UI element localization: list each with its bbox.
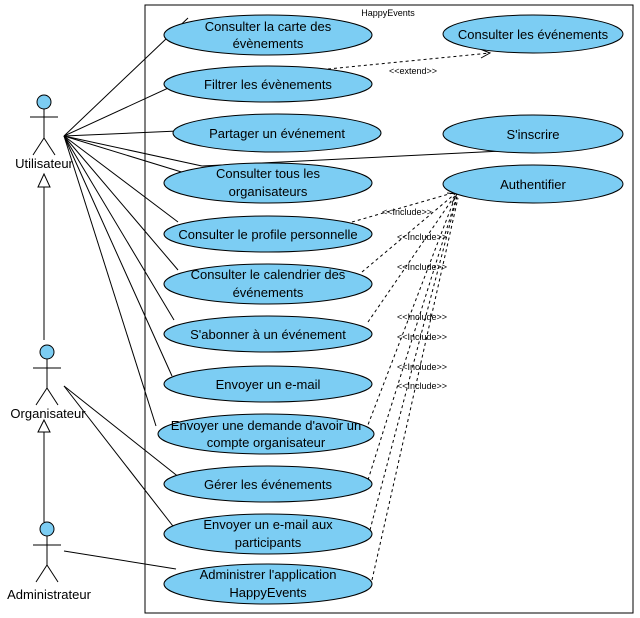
use-case-consulter-evenements[interactable]: Consulter les événements: [442, 14, 624, 54]
use-case-inscrire[interactable]: S'inscrire: [442, 114, 624, 154]
use-case-organisateurs[interactable]: Consulter tous les organisateurs: [163, 162, 373, 204]
use-case-profile[interactable]: Consulter le profile personnelle: [163, 215, 373, 253]
svg-text:Filtrer les évènements: Filtrer les évènements: [204, 77, 332, 92]
svg-text:<<Include>>: <<Include>>: [397, 332, 447, 342]
use-case-email[interactable]: Envoyer un e-mail: [163, 365, 373, 403]
svg-text:<<Include>>: <<Include>>: [397, 381, 447, 391]
system-boundary: [144, 4, 634, 614]
svg-text:évènements: évènements: [233, 36, 304, 51]
svg-text:Consulter le profile personnel: Consulter le profile personnelle: [178, 227, 357, 242]
svg-text:Gérer les événements: Gérer les événements: [204, 477, 332, 492]
use-case-administrer[interactable]: Administrer l'application HappyEvents: [163, 563, 373, 605]
svg-text:Consulter le calendrier des: Consulter le calendrier des: [191, 267, 346, 282]
extend-label: <<extend>>: [389, 66, 437, 76]
use-case-gerer[interactable]: Gérer les événements: [163, 465, 373, 503]
svg-text:Authentifier: Authentifier: [500, 177, 566, 192]
svg-text:Consulter la carte des: Consulter la carte des: [205, 19, 332, 34]
use-case-email-participants[interactable]: Envoyer un e-mail aux participants: [163, 513, 373, 555]
svg-text:<<Include>>: <<Include>>: [397, 232, 447, 242]
system-title: HappyEvents: [361, 8, 415, 18]
actor-administrateur-label: Administrateur: [7, 587, 91, 602]
associations-administrateur: [63, 550, 177, 570]
svg-text:<<Include>>: <<Include>>: [397, 262, 447, 272]
use-case-partager[interactable]: Partager un événement: [172, 113, 382, 153]
svg-text:Envoyer une demande d'avoir un: Envoyer une demande d'avoir un: [171, 418, 361, 433]
svg-text:Envoyer un e-mail: Envoyer un e-mail: [216, 377, 321, 392]
actor-utilisateur[interactable]: Utilisateur: [15, 94, 74, 171]
generalizations: [37, 172, 51, 522]
use-cases: Consulter la carte des évènements Filtre…: [157, 14, 624, 605]
svg-text:Administrer l'application: Administrer l'application: [200, 567, 337, 582]
use-case-demande[interactable]: Envoyer une demande d'avoir un compte or…: [157, 413, 375, 455]
use-case-consulter-carte[interactable]: Consulter la carte des évènements: [163, 14, 373, 56]
use-case-authentifier[interactable]: Authentifier: [442, 164, 624, 204]
svg-text:S'inscrire: S'inscrire: [506, 127, 559, 142]
svg-text:<<Include>>: <<Include>>: [397, 362, 447, 372]
use-case-calendrier[interactable]: Consulter le calendrier des événements: [163, 263, 373, 305]
svg-text:<<Include>>: <<Include>>: [382, 207, 432, 217]
svg-text:Partager un événement: Partager un événement: [209, 126, 345, 141]
use-case-filtrer[interactable]: Filtrer les évènements: [163, 65, 373, 103]
actor-utilisateur-label: Utilisateur: [15, 156, 73, 171]
use-case-abonner[interactable]: S'abonner à un événement: [163, 315, 373, 353]
svg-text:Consulter tous les: Consulter tous les: [216, 166, 321, 181]
include-labels: <<Include>> <<Include>> <<Include>> <<In…: [382, 207, 447, 391]
associations-organisateur: [63, 385, 181, 531]
actor-organisateur-label: Organisateur: [10, 406, 86, 421]
svg-text:HappyEvents: HappyEvents: [229, 585, 307, 600]
actor-organisateur[interactable]: Organisateur: [10, 344, 86, 421]
svg-text:Envoyer un e-mail aux: Envoyer un e-mail aux: [203, 517, 333, 532]
actor-administrateur[interactable]: Administrateur: [7, 521, 92, 602]
svg-text:S'abonner à un événement: S'abonner à un événement: [190, 327, 346, 342]
svg-text:événements: événements: [233, 285, 304, 300]
svg-text:<<Include>>: <<Include>>: [397, 312, 447, 322]
svg-text:participants: participants: [235, 535, 302, 550]
svg-text:organisateurs: organisateurs: [229, 184, 308, 199]
svg-text:compte organisateur: compte organisateur: [207, 435, 326, 450]
svg-text:Consulter les événements: Consulter les événements: [458, 27, 609, 42]
